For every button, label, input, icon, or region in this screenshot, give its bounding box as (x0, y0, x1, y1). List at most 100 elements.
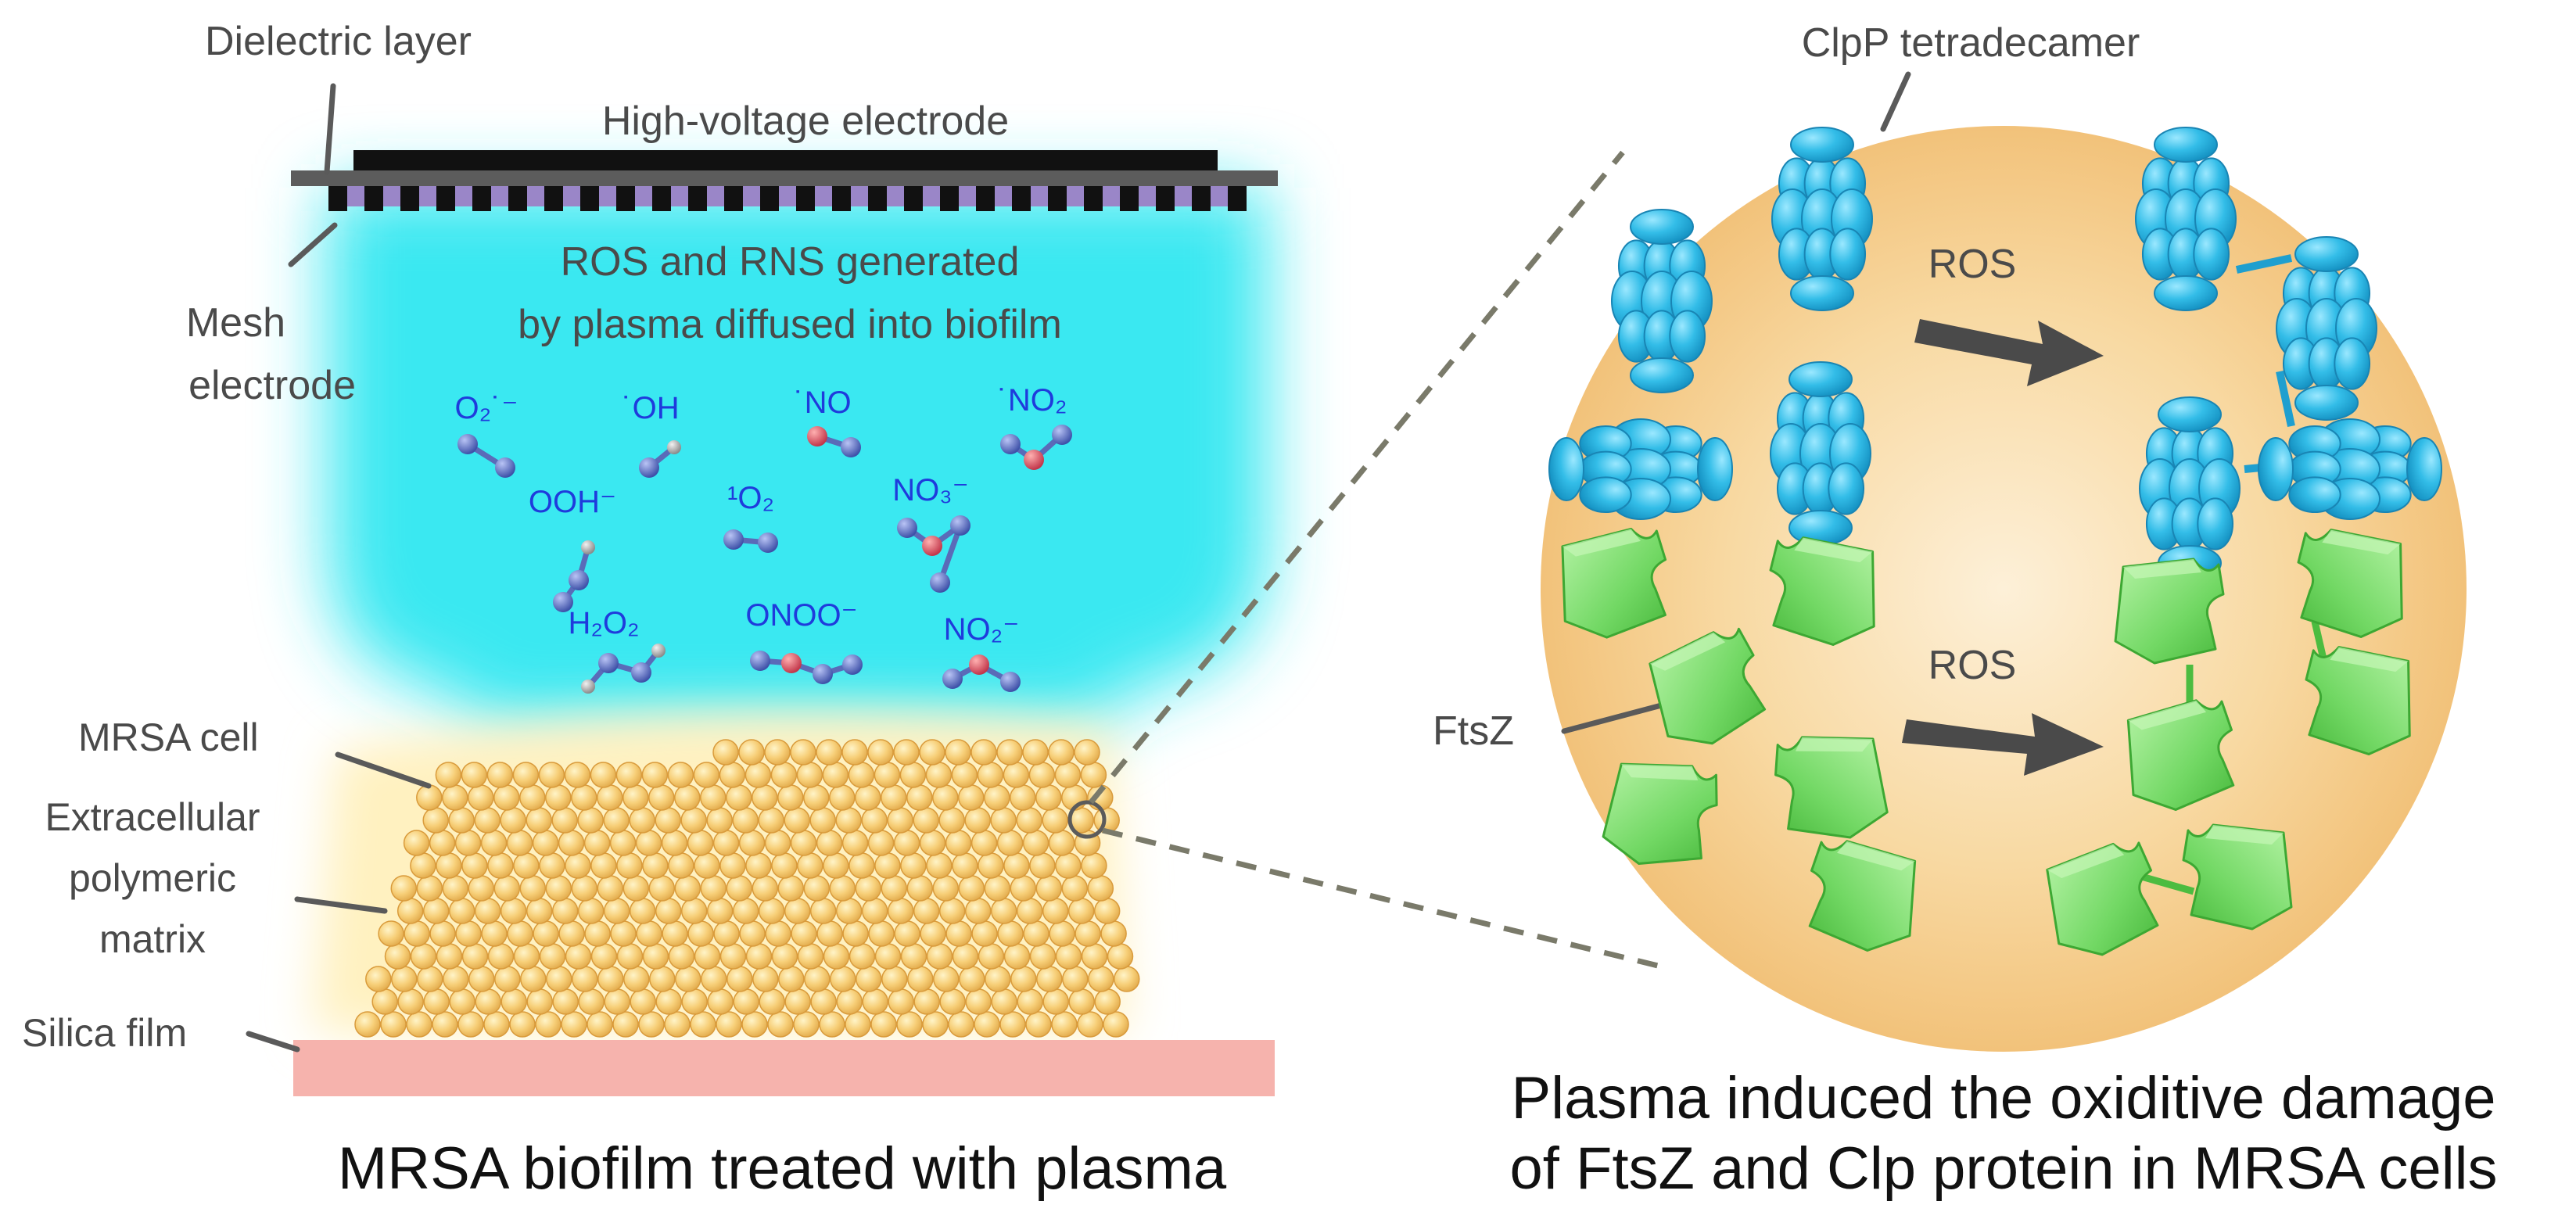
mrsa-cell (500, 988, 527, 1015)
ftsz-protein (1774, 736, 1889, 839)
molecule-atom (553, 592, 573, 612)
mrsa-cell (694, 943, 721, 970)
molecule-atom (651, 644, 666, 658)
mrsa-cell (690, 1011, 716, 1038)
mrsa-cell (758, 807, 784, 834)
mrsa-cell (733, 988, 759, 1015)
mrsa-cell (964, 898, 992, 924)
mrsa-cell (842, 920, 869, 947)
mrsa-cell (416, 875, 443, 902)
mrsa-cell (1048, 739, 1075, 766)
mrsa-cell (551, 807, 578, 834)
mrsa-cell (457, 1011, 484, 1038)
mrsa-cell (900, 943, 927, 970)
mrsa-cell (509, 1011, 536, 1038)
ftsz-protein (1561, 527, 1667, 639)
mrsa-cell (622, 784, 649, 811)
mrsa-cell (448, 898, 475, 924)
molecule-atom (942, 669, 963, 689)
mrsa-cell-label: MRSA cell (78, 715, 259, 759)
mrsa-cell (1017, 988, 1043, 1015)
mrsa-cell (642, 943, 669, 970)
mrsa-cell (938, 807, 965, 834)
mrsa-cell (996, 739, 1023, 766)
clpp-subunit (2294, 236, 2359, 272)
mrsa-cell (1016, 807, 1042, 834)
ftsz-protein (2046, 841, 2159, 956)
mrsa-cell (435, 762, 462, 788)
mrsa-cell (500, 807, 526, 834)
mrsa-cell (744, 762, 772, 788)
mrsa-cell (558, 830, 585, 856)
ftsz-protein (2182, 823, 2293, 931)
mrsa-cell (520, 966, 547, 992)
mrsa-cell (945, 920, 972, 947)
mrsa-cell (932, 784, 959, 811)
mrsa-cell (985, 966, 1011, 992)
ros-label-top: ROS (1928, 242, 2017, 287)
mrsa-cell (468, 966, 495, 992)
mrsa-cell (701, 966, 727, 992)
molecule-atom (581, 680, 595, 694)
molecule-atom (897, 518, 917, 538)
mrsa-cell (423, 988, 450, 1015)
mesh-tooth (868, 186, 887, 211)
mrsa-cell (809, 898, 837, 924)
mesh-tooth (508, 186, 527, 211)
mrsa-cell (1023, 920, 1049, 947)
mrsa-cell (1075, 920, 1101, 947)
mrsa-cell (990, 898, 1017, 924)
mesh-tooth (832, 186, 851, 211)
high-voltage-electrode-label: High-voltage electrode (602, 99, 1009, 144)
mrsa-cell (545, 784, 572, 811)
mrsa-cell (493, 784, 520, 811)
ftsz-intact-group (1561, 527, 1917, 952)
mrsa-cell (881, 966, 908, 992)
mrsa-cell (629, 898, 656, 924)
mrsa-cell (1093, 898, 1121, 924)
silica-film (293, 1040, 1275, 1096)
mrsa-cell (674, 784, 701, 811)
mrsa-cell (1081, 852, 1107, 879)
mrsa-cell (849, 852, 875, 879)
mrsa-cell (513, 852, 540, 879)
mesh-tooth (796, 186, 815, 211)
ros-arrow-bottom (1902, 713, 2104, 776)
mrsa-cell (804, 966, 831, 992)
mrsa-cell (642, 852, 669, 879)
molecule-atom (950, 515, 970, 536)
mrsa-cell (803, 784, 830, 811)
mrsa-cell (667, 762, 694, 788)
mrsa-cell (674, 875, 701, 902)
species-3: ˙NO₂ (998, 383, 1072, 470)
mrsa-cell (845, 1011, 871, 1038)
zoomed-cell-interior (1541, 126, 2467, 1052)
mrsa-cell (572, 966, 598, 992)
mrsa-cell (655, 898, 682, 924)
mrsa-cell (571, 784, 597, 811)
mrsa-cell (1087, 875, 1114, 902)
mrsa-cell (461, 762, 488, 788)
mrsa-cell (1100, 920, 1127, 947)
mrsa-cell (422, 807, 449, 834)
molecule-atom (598, 653, 619, 673)
mrsa-cell (829, 784, 856, 811)
species-label: ˙NO (794, 385, 851, 420)
ftsz-body (2126, 699, 2235, 811)
left-leader-lines (246, 83, 432, 1052)
mesh-tooth (1084, 186, 1103, 211)
mrsa-cell (759, 988, 785, 1015)
mrsa-cell (475, 988, 501, 1015)
ftsz-body (1602, 762, 1718, 866)
clpp-subunit (2334, 337, 2371, 390)
ftsz-body (1561, 527, 1667, 639)
mrsa-cell (1107, 943, 1134, 970)
mrsa-cell (468, 784, 494, 811)
species-7: H₂O₂ (568, 606, 666, 694)
mrsa-cell (577, 807, 604, 834)
mrsa-cell (1094, 988, 1121, 1015)
mesh-tooth (436, 186, 455, 211)
mrsa-cell (790, 830, 817, 856)
mrsa-cell (1042, 807, 1068, 834)
mrsa-cell (848, 762, 875, 788)
